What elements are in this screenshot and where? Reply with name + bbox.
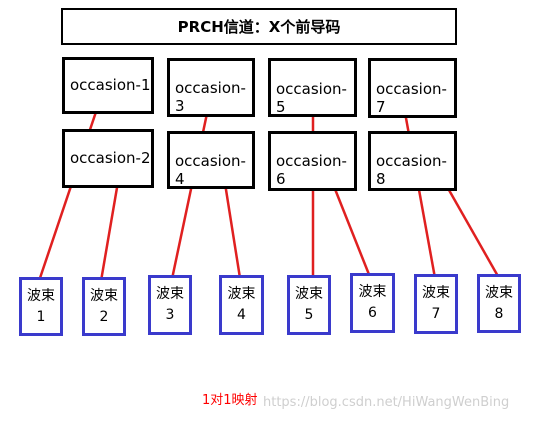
beam-label: 波束 <box>227 286 256 302</box>
link-occasion-1-beam-1 <box>37 99 102 282</box>
beam-box-3: 波束 3 <box>148 275 192 335</box>
beam-box-5: 波束 5 <box>287 275 331 335</box>
link-occasion-6-beam-6 <box>329 178 372 278</box>
prch-channel-title: PRCH信道：X个前导码 <box>61 8 457 45</box>
occasion-box-2: occasion-2 <box>62 129 154 188</box>
link-occasion-8-beam-8 <box>439 175 501 279</box>
mapping-caption: 1对1映射 <box>202 393 258 408</box>
beam-label: 波束 <box>422 285 450 301</box>
occasion-box-7: occasion-7 <box>368 58 457 118</box>
beam-label: 波束 <box>295 286 323 302</box>
beam-number: 1 <box>36 308 46 325</box>
beam-box-2: 波束 2 <box>82 277 126 336</box>
beam-box-1: 波束 1 <box>19 277 63 336</box>
beam-number: 8 <box>494 305 504 322</box>
beam-number: 3 <box>165 307 175 323</box>
occasion-box-6: occasion-6 <box>268 131 357 191</box>
beam-label: 波束 <box>156 286 184 302</box>
link-occasion-4-beam-4 <box>222 176 242 279</box>
occasion-box-8: occasion-8 <box>368 131 457 191</box>
link-occasion-2-beam-2 <box>99 175 121 282</box>
watermark-text: https://blog.csdn.net/HiWangWenBing <box>263 395 510 410</box>
occasion-box-1: occasion-1 <box>62 57 154 114</box>
beam-number: 5 <box>304 307 314 323</box>
beam-box-7: 波束 7 <box>414 274 458 334</box>
beam-label: 波束 <box>27 287 55 304</box>
beam-box-4: 波束 4 <box>219 275 264 335</box>
beam-label: 波束 <box>485 284 513 301</box>
beam-number: 2 <box>99 308 109 325</box>
beam-number: 6 <box>368 305 377 321</box>
occasion-box-3: occasion-3 <box>167 58 255 117</box>
beam-number: 4 <box>237 307 246 323</box>
beam-box-8: 波束 8 <box>477 274 521 333</box>
beam-number: 7 <box>431 306 441 322</box>
beam-label: 波束 <box>90 287 118 304</box>
occasion-box-5: occasion-5 <box>268 58 357 117</box>
beam-label: 波束 <box>358 284 387 300</box>
occasion-box-4: occasion-4 <box>167 131 255 189</box>
beam-box-6: 波束 6 <box>350 273 395 333</box>
